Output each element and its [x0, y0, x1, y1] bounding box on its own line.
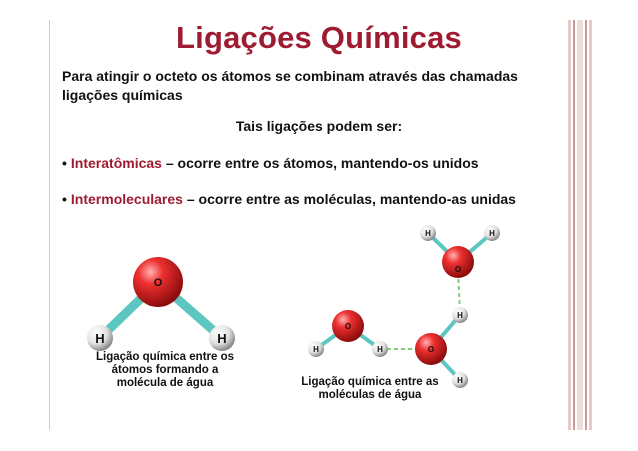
intro-text: Para atingir o octeto os átomos se combi… — [62, 68, 518, 103]
bullet-term: Intermoleculares — [70, 191, 183, 207]
oxygen-atom — [332, 310, 364, 342]
oxygen-label: O — [345, 322, 351, 331]
right-decorative-border — [568, 20, 592, 430]
bullet-text: – ocorre entre as moléculas, mantendo-as… — [182, 191, 516, 207]
oxygen-atom — [442, 246, 474, 278]
hydrogen-atom — [484, 225, 500, 241]
hydrogen-atom — [452, 307, 468, 323]
hydrogen-label: H — [377, 345, 383, 354]
hydrogen-label: H — [313, 345, 319, 354]
hydrogen-atom — [308, 341, 324, 357]
hydrogen-label: H — [489, 229, 495, 238]
oxygen-atom — [415, 333, 447, 365]
hydrogen-atom — [87, 325, 113, 351]
hydrogen-label: H — [95, 331, 104, 346]
caption-single-molecule: Ligação química entre os átomos formando… — [95, 351, 235, 389]
hydrogen-atom — [372, 341, 388, 357]
oxygen-atom — [133, 257, 183, 307]
hydrogen-bond — [457, 271, 461, 311]
water-molecule-single: O H H — [87, 257, 235, 351]
subheading: Tais ligações podem ser: — [235, 118, 403, 134]
oxygen-label: O — [154, 277, 163, 289]
bullet-term: Interatômicas — [70, 155, 162, 171]
slide-title: Ligações Químicas — [176, 20, 462, 55]
water-molecules-network: O O O H H H H H H — [308, 225, 500, 388]
hydrogen-label: H — [457, 376, 463, 385]
bullet-marker: • — [62, 155, 67, 171]
oxygen-label: O — [428, 345, 434, 354]
oxygen-label: O — [455, 265, 461, 274]
hydrogen-label: H — [457, 311, 463, 320]
bullet-intermoleculares: •Intermoleculares – ocorre entre as molé… — [62, 191, 516, 207]
left-rule — [49, 20, 50, 430]
hydrogen-label: H — [425, 229, 431, 238]
bullet-interatomicas: •Interatômicas – ocorre entre os átomos,… — [62, 155, 479, 171]
hydrogen-atom — [420, 225, 436, 241]
bullet-text: – ocorre entre os átomos, mantendo-os un… — [161, 155, 479, 171]
caption-molecule-network: Ligação química entre as moléculas de ág… — [301, 376, 439, 401]
hydrogen-atom — [452, 372, 468, 388]
hydrogen-label: H — [217, 331, 226, 346]
hydrogen-atom — [209, 325, 235, 351]
bullet-marker: • — [62, 191, 67, 207]
